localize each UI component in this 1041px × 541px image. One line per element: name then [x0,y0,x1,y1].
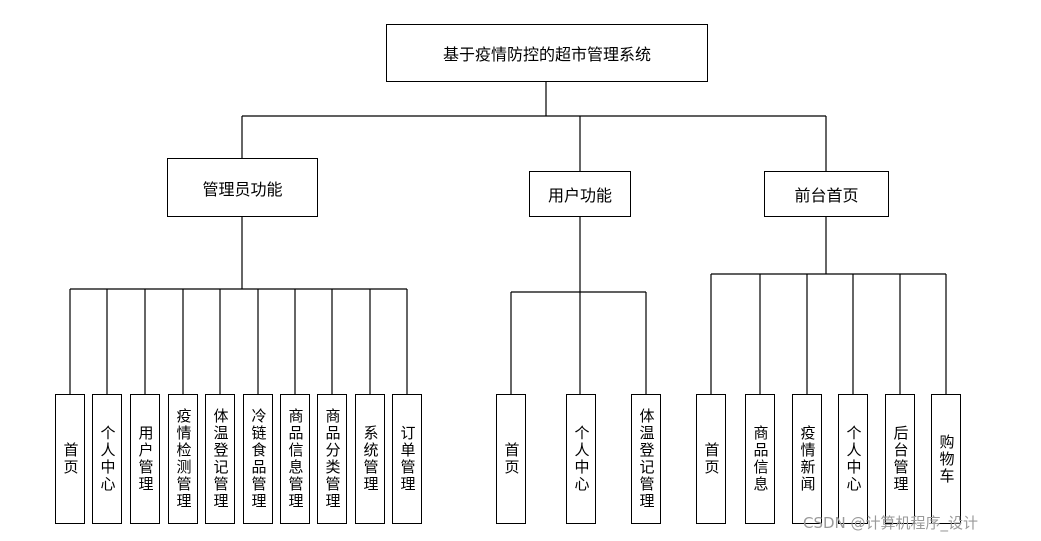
leaf-node: 购物车 [931,394,961,524]
leaf-node: 商品分类管理 [317,394,347,524]
group-label: 前台首页 [794,186,859,205]
leaf-node: 个人中心 [92,394,122,524]
leaf-node: 系统管理 [355,394,385,524]
group-node-frontpage: 前台首页 [764,171,889,217]
group-label: 管理员功能 [202,179,283,199]
leaf-label: 商品信息 [751,425,770,493]
leaf-node: 用户管理 [130,394,160,524]
watermark: CSDN @计算机程序_设计 [803,514,979,532]
leaf-label: 个人中心 [98,425,117,493]
leaf-label: 冷链食品管理 [249,408,268,510]
group-node-admin: 管理员功能 [167,158,318,217]
leaf-label: 疫情新闻 [798,425,817,493]
leaf-label: 商品分类管理 [323,408,342,510]
leaf-node: 体温登记管理 [631,394,661,524]
leaf-node: 冷链食品管理 [243,394,273,524]
leaf-node: 疫情新闻 [792,394,822,524]
leaf-label: 系统管理 [361,425,380,493]
leaf-node: 后台管理 [885,394,915,524]
leaf-label: 购物车 [937,433,956,485]
group-node-user: 用户功能 [529,171,631,217]
leaf-node: 商品信息 [745,394,775,524]
leaf-label: 商品信息管理 [286,408,305,510]
leaf-node: 个人中心 [566,394,596,524]
leaf-node: 疫情检测管理 [168,394,198,524]
root-label: 基于疫情防控的超市管理系统 [442,45,651,64]
leaf-label: 首页 [502,442,521,476]
group-label: 用户功能 [547,186,612,205]
leaf-label: 个人中心 [572,425,591,493]
leaf-node: 个人中心 [838,394,868,524]
leaf-label: 首页 [61,442,80,476]
leaf-label: 后台管理 [891,425,910,493]
leaf-label: 体温登记管理 [637,408,656,510]
leaf-label: 疫情检测管理 [174,408,193,510]
leaf-node: 订单管理 [392,394,422,524]
leaf-node: 首页 [496,394,526,524]
leaf-node: 首页 [55,394,85,524]
leaf-node: 商品信息管理 [280,394,310,524]
leaf-label: 个人中心 [844,425,863,493]
leaf-label: 体温登记管理 [211,408,230,510]
leaf-label: 订单管理 [398,425,417,493]
leaf-node: 首页 [696,394,726,524]
root-node: 基于疫情防控的超市管理系统 [386,24,708,82]
leaf-label: 用户管理 [136,425,155,493]
leaf-label: 首页 [702,442,721,476]
leaf-node: 体温登记管理 [205,394,235,524]
